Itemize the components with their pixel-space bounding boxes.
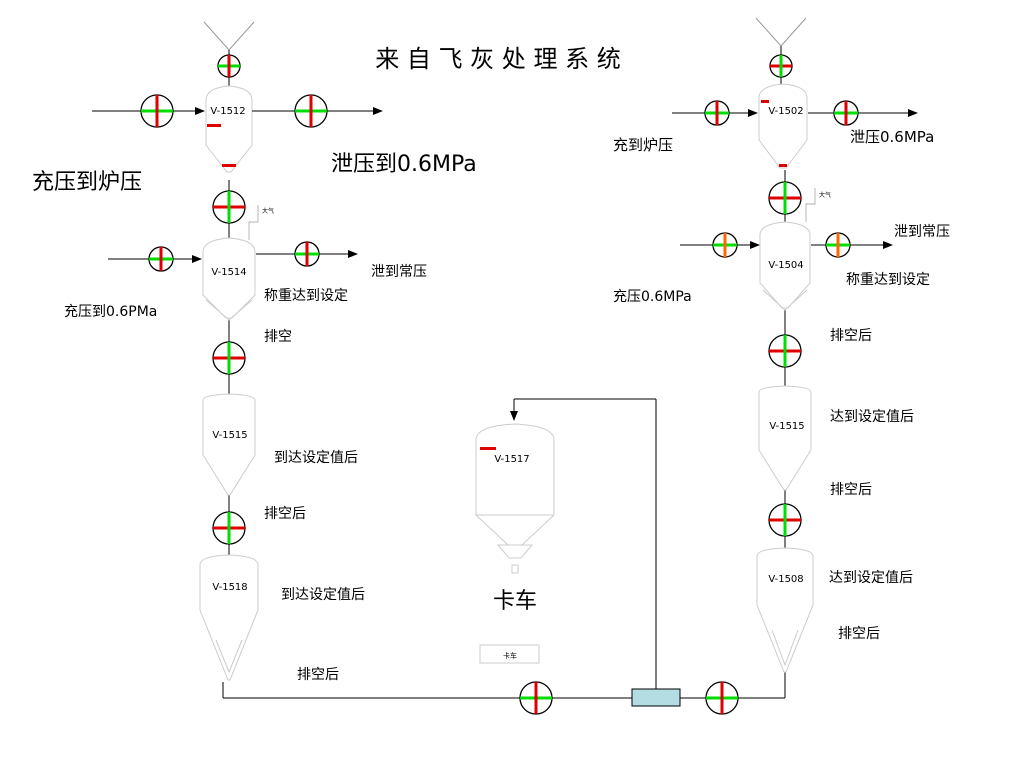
vessel-label-v1508: V-1508 — [768, 574, 803, 585]
pipe-header-box — [631, 688, 681, 707]
vessel-v1515-right — [758, 385, 812, 491]
label-vent-atm-right: 泄到常压 — [894, 224, 950, 240]
vessel-v1515-left — [202, 393, 256, 496]
left-train: V-1512 V-1514 V-1515 V-1518 大气 — [92, 50, 632, 699]
valve-icon[interactable] — [768, 181, 802, 215]
label-vent-06-right: 泄压0.6MPa — [850, 128, 934, 146]
valve-icon[interactable] — [769, 54, 793, 78]
hopper-inlet-right — [755, 17, 807, 47]
valve-icon[interactable] — [140, 94, 174, 128]
label-vent-atm-left: 泄到常压 — [371, 264, 427, 280]
label-truck: 卡车 — [493, 589, 537, 614]
indicator-red-bar — [761, 100, 769, 103]
center-area: V-1517 — [475, 398, 681, 707]
vessel-v1508 — [756, 547, 814, 673]
label-empty-left: 排空 — [264, 329, 292, 345]
vessel-label-v1515-left: V-1515 — [212, 430, 247, 441]
vessel-label-v1517: V-1517 — [494, 454, 529, 465]
vessel-v1512 — [205, 85, 253, 173]
valve-icon[interactable] — [705, 681, 739, 715]
valve-icon[interactable] — [704, 100, 730, 126]
label-charge-furnace-right: 充到炉压 — [613, 136, 673, 154]
label-charge-furnace-left: 充压到炉压 — [32, 170, 142, 195]
indicator-red-bar — [222, 164, 236, 167]
truck-box — [479, 644, 540, 664]
label-empty-after-left-1: 排空后 — [264, 506, 306, 522]
valve-group — [140, 54, 859, 715]
valve-icon[interactable] — [833, 100, 859, 126]
label-empty-after-right-3: 排空后 — [838, 626, 880, 642]
vessel-label-v1515-right: V-1515 — [769, 421, 804, 432]
label-reach-left-2: 到达设定值后 — [281, 587, 365, 603]
label-reach-right-2: 达到设定值后 — [829, 570, 913, 586]
atm-label-right: 大气 — [819, 191, 831, 199]
valve-icon[interactable] — [768, 503, 802, 537]
indicator-red-bar — [480, 447, 496, 450]
indicator-red-bar — [779, 164, 787, 167]
diagram-title: 来 自 飞 灰 处 理 系 统 — [375, 45, 620, 73]
vessel-label-v1514: V-1514 — [211, 267, 246, 278]
vessel-v1517 — [475, 423, 555, 546]
label-empty-after-left-2: 排空后 — [297, 667, 339, 683]
valve-icon[interactable] — [825, 232, 851, 258]
vessel-v1502 — [758, 83, 808, 169]
right-train: V-1502 V-1504 V-1515 V-1508 大气 — [672, 46, 918, 699]
valve-icon[interactable] — [148, 246, 174, 272]
valve-icon[interactable] — [212, 341, 246, 375]
hopper-inlet-left — [203, 21, 255, 51]
valve-icon[interactable] — [712, 232, 738, 258]
label-empty-after-right-2: 排空后 — [830, 482, 872, 498]
label-empty-after-right-1: 排空后 — [830, 328, 872, 344]
valve-icon[interactable] — [294, 241, 320, 267]
vessel-label-v1504: V-1504 — [768, 260, 803, 271]
vessel-v1504 — [759, 221, 811, 309]
valve-icon[interactable] — [294, 94, 328, 128]
label-weigh-left: 称重达到设定 — [264, 288, 348, 304]
valve-icon[interactable] — [768, 334, 802, 368]
vessel-v1514 — [202, 237, 256, 319]
label-reach-left-1: 到达设定值后 — [274, 450, 358, 466]
vessel-label-v1502: V-1502 — [768, 106, 803, 117]
label-weigh-right: 称重达到设定 — [846, 272, 930, 288]
valve-icon[interactable] — [212, 511, 246, 545]
label-reach-right-1: 达到设定值后 — [830, 409, 914, 425]
valve-icon[interactable] — [217, 54, 241, 78]
atm-label-left: 大气 — [262, 207, 274, 215]
vessel-label-v1518: V-1518 — [212, 582, 247, 593]
valve-icon[interactable] — [519, 681, 553, 715]
label-vent-06-left: 泄压到0.6MPa — [331, 152, 477, 177]
indicator-red-bar — [207, 124, 221, 127]
label-charge-06-right: 充压0.6MPa — [613, 289, 692, 305]
label-charge-06-left: 充压到0.6PMa — [64, 304, 157, 320]
label-truck-small: 卡车 — [503, 651, 517, 660]
vessel-label-v1512: V-1512 — [210, 106, 245, 117]
vessel-v1518 — [199, 554, 259, 681]
valve-icon[interactable] — [212, 190, 246, 224]
